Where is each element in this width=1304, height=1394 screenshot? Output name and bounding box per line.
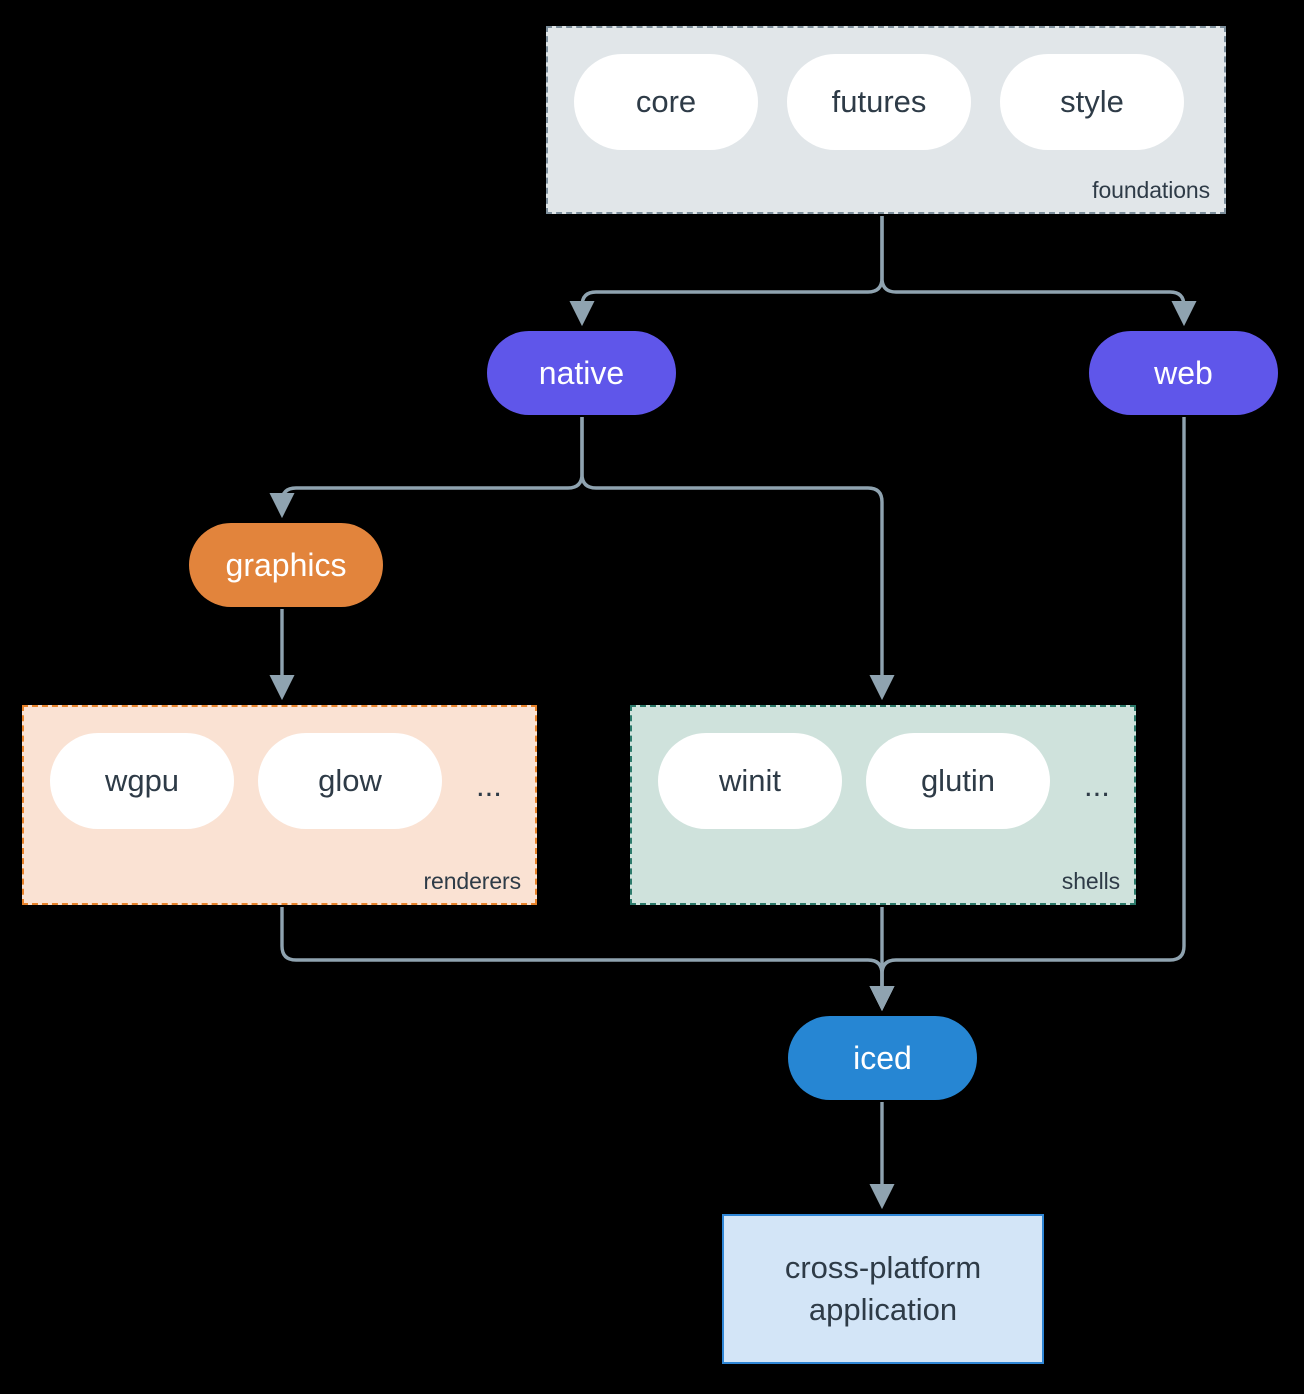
node-iced[interactable]: iced [788,1016,977,1100]
node-web[interactable]: web [1089,331,1278,415]
edge-foundations-to-native [569,216,884,327]
pill-glutin[interactable]: glutin [866,733,1050,829]
pill-winit[interactable]: winit [658,733,842,829]
group-shells: winit glutin ... shells [630,705,1136,905]
application-line-2: application [808,1292,958,1327]
group-renderers: wgpu glow ... renderers [22,705,537,905]
group-label-shells: shells [1061,868,1120,894]
edge-native-to-shells [580,417,895,701]
pill-wgpu[interactable]: wgpu [50,733,234,829]
renderers-pill-row: wgpu glow ... [50,733,512,829]
pill-core[interactable]: core [574,54,758,150]
foundations-pill-row: core futures style [574,54,1184,150]
shells-pill-row: winit glutin ... [658,733,1120,829]
edge-renderers-to-iced [280,907,895,1012]
edge-native-to-graphics [269,417,584,519]
edge-foundations-to-web [880,216,1197,327]
pill-glow[interactable]: glow [258,733,442,829]
node-native[interactable]: native [487,331,676,415]
node-cross-platform-application[interactable]: cross-platform application [722,1214,1044,1364]
renderers-ellipsis: ... [476,767,502,803]
node-graphics[interactable]: graphics [189,523,383,607]
shells-ellipsis: ... [1084,767,1110,803]
group-label-renderers: renderers [423,868,521,894]
pill-futures[interactable]: futures [787,54,971,150]
pill-style[interactable]: style [1000,54,1184,150]
group-label-foundations: foundations [1092,177,1210,203]
application-line-1: cross-platform [784,1250,982,1286]
group-foundations: core futures style foundations [546,26,1226,214]
